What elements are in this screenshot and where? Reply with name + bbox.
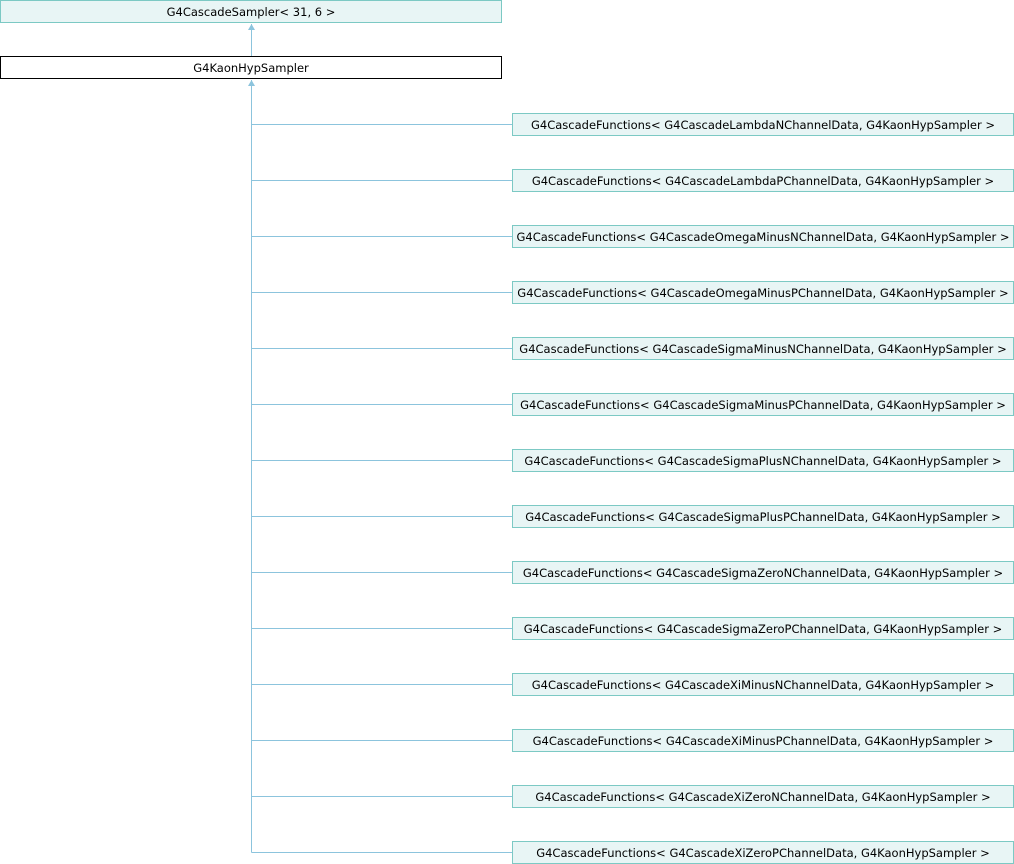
derived-class-node[interactable]: G4CascadeFunctions< G4CascadeSigmaMinusP… <box>512 393 1014 416</box>
derived-class-node[interactable]: G4CascadeFunctions< G4CascadeSigmaZeroPC… <box>512 617 1014 640</box>
derived-class-node[interactable]: G4CascadeFunctions< G4CascadeOmegaMinusP… <box>512 281 1014 304</box>
derived-class-node[interactable]: G4CascadeFunctions< G4CascadeXiMinusNCha… <box>512 673 1014 696</box>
derived-class-node[interactable]: G4CascadeFunctions< G4CascadeLambdaNChan… <box>512 113 1014 136</box>
base-class-node[interactable]: G4CascadeSampler< 31, 6 > <box>0 0 502 23</box>
derived-class-node[interactable]: G4CascadeFunctions< G4CascadeSigmaPlusNC… <box>512 449 1014 472</box>
derived-class-node[interactable]: G4CascadeFunctions< G4CascadeOmegaMinusN… <box>512 225 1014 248</box>
arrow-head-icon <box>248 24 255 30</box>
derived-class-node[interactable]: G4CascadeFunctions< G4CascadeLambdaPChan… <box>512 169 1014 192</box>
derived-class-node[interactable]: G4CascadeFunctions< G4CascadeSigmaZeroNC… <box>512 561 1014 584</box>
derived-class-node[interactable]: G4CascadeFunctions< G4CascadeSigmaMinusN… <box>512 337 1014 360</box>
derived-class-node[interactable]: G4CascadeFunctions< G4CascadeXiMinusPCha… <box>512 729 1014 752</box>
derived-class-node[interactable]: G4CascadeFunctions< G4CascadeXiZeroNChan… <box>512 785 1014 808</box>
arrow-head-icon <box>248 80 255 86</box>
derived-class-node[interactable]: G4CascadeFunctions< G4CascadeXiZeroPChan… <box>512 841 1014 864</box>
derived-class-node[interactable]: G4CascadeFunctions< G4CascadeSigmaPlusPC… <box>512 505 1014 528</box>
current-class-node: G4KaonHypSampler <box>0 56 502 79</box>
